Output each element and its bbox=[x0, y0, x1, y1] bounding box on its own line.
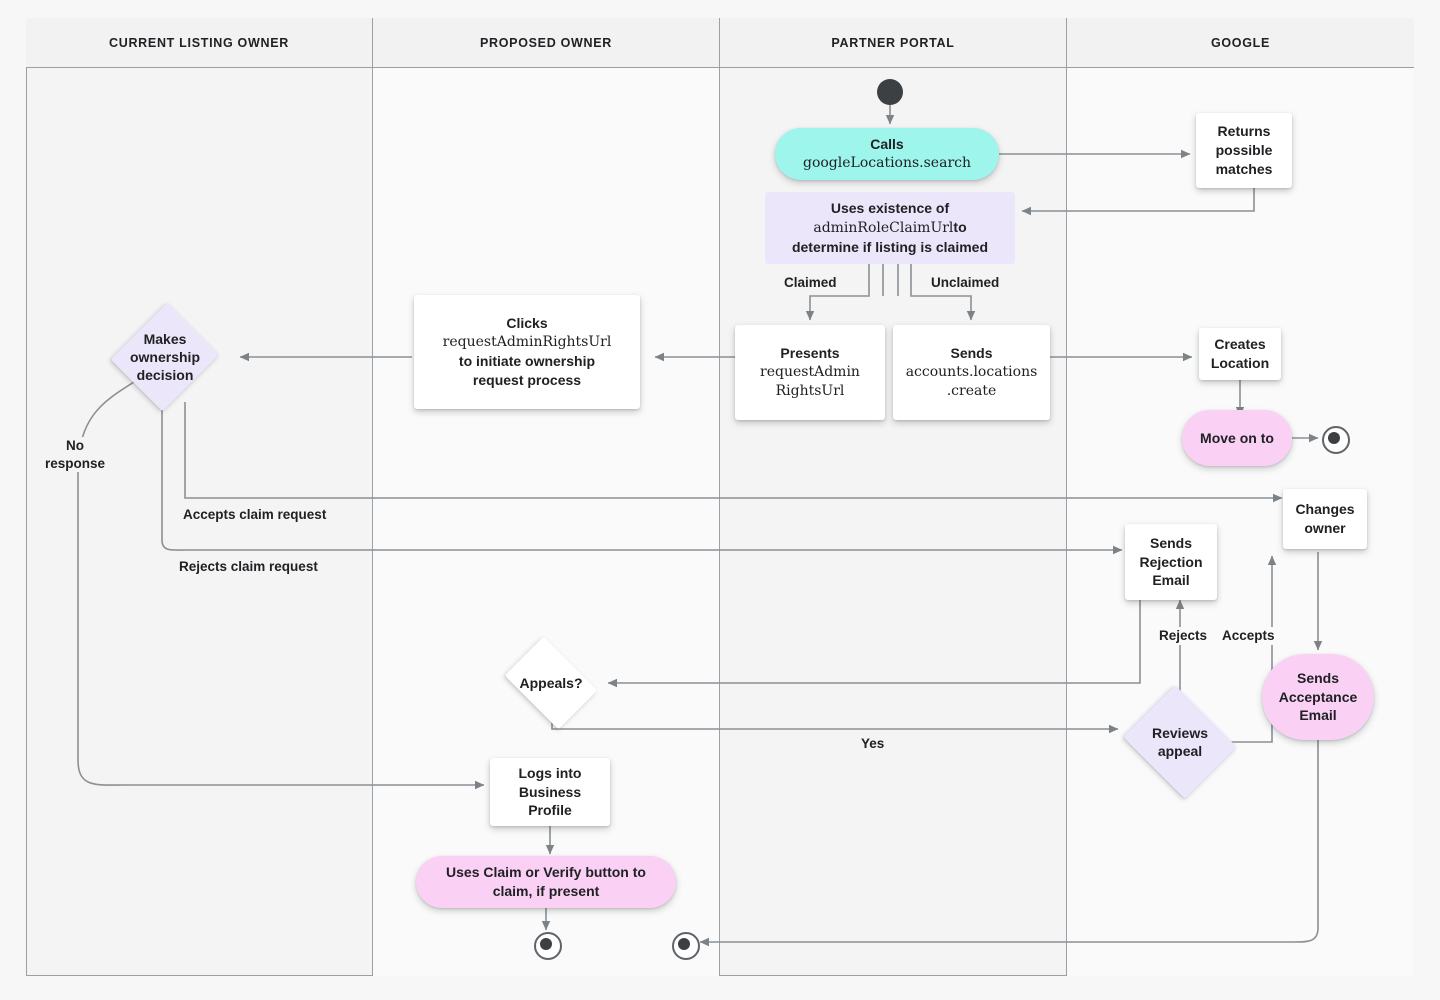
node-sends-rejection-email[interactable]: Sends Rejection Email bbox=[1125, 524, 1217, 600]
node-line-1: Clicks bbox=[506, 315, 548, 332]
edge-label-accepts-claim-request: Accepts claim request bbox=[180, 506, 330, 524]
node-line-2: owner bbox=[1304, 520, 1346, 536]
edge-label-claimed: Claimed bbox=[781, 274, 840, 292]
node-line-1: Returns bbox=[1217, 123, 1271, 140]
node-line-1: Uses existence of bbox=[830, 200, 950, 217]
node-move-on-to[interactable]: Move on to bbox=[1182, 410, 1292, 466]
lane-header-proposed-owner: PROPOSED OWNER bbox=[373, 18, 720, 68]
edge-label-accepts: Accepts bbox=[1219, 627, 1278, 645]
node-line-3: Profile bbox=[528, 802, 572, 819]
node-logs-into-business-profile[interactable]: Logs into Business Profile bbox=[490, 758, 610, 826]
end-node-partner-portal bbox=[672, 932, 700, 960]
node-returns-possible-matches[interactable]: Returns possible matches bbox=[1196, 113, 1292, 188]
node-line-4: determine if listing is claimed bbox=[791, 238, 989, 255]
node-line-3: matches bbox=[1215, 160, 1273, 177]
node-line-2: Location bbox=[1210, 355, 1270, 371]
lane-body-proposed-owner bbox=[373, 68, 720, 976]
edge-label-no-response: No response bbox=[42, 437, 109, 473]
node-line-1: Changes bbox=[1295, 501, 1355, 518]
node-line-2: Rejection bbox=[1139, 553, 1203, 570]
node-uses-existence-of-admin-role-claim-url[interactable]: Uses existence of adminRoleClaimUrlto de… bbox=[765, 192, 1015, 264]
node-line-1: Sends bbox=[1296, 669, 1339, 686]
node-line-1: Creates bbox=[1214, 336, 1266, 353]
decision-label: Appeals? bbox=[497, 644, 605, 722]
node-line-1: Logs into bbox=[518, 764, 582, 781]
lane-header-label: PROPOSED OWNER bbox=[479, 35, 613, 50]
node-sends-acceptance-email[interactable]: Sends Acceptance Email bbox=[1262, 654, 1374, 740]
node-line-2: requestAdminRightsUrl bbox=[442, 334, 612, 351]
node-line-1: Presents bbox=[780, 345, 840, 362]
node-line-2: claim, if present bbox=[492, 883, 600, 899]
node-line-1: Sends bbox=[950, 345, 993, 362]
end-node-proposed-owner bbox=[534, 932, 562, 960]
node-clicks-request-admin-rights-url[interactable]: Clicks requestAdminRightsUrl to initiate… bbox=[414, 295, 640, 409]
node-line-2: requestAdmin bbox=[760, 364, 860, 381]
node-line-1: Uses Claim or Verify button to bbox=[446, 864, 646, 881]
node-uses-claim-or-verify-button[interactable]: Uses Claim or Verify button to claim, if… bbox=[416, 856, 676, 908]
edge-label-rejects-claim-request: Rejects claim request bbox=[176, 558, 321, 576]
node-line-1: Sends bbox=[1149, 534, 1192, 551]
node-creates-location[interactable]: Creates Location bbox=[1199, 328, 1281, 380]
node-line-2: adminRoleClaimUrlto bbox=[792, 218, 988, 238]
node-line-2: Acceptance bbox=[1278, 688, 1358, 705]
node-label: Move on to bbox=[1200, 429, 1274, 446]
lane-header-partner-portal: PARTNER PORTAL bbox=[720, 18, 1067, 68]
node-line-1: Calls bbox=[870, 136, 904, 153]
decision-appeals[interactable]: Appeals? bbox=[497, 636, 605, 730]
node-calls-google-locations-search[interactable]: Calls googleLocations.search bbox=[775, 128, 999, 180]
lane-header-current-listing-owner: CURRENT LISTING OWNER bbox=[26, 18, 373, 68]
node-line-2-suffix: to bbox=[953, 219, 967, 236]
lane-header-label: PARTNER PORTAL bbox=[831, 35, 955, 50]
node-line-4: request process bbox=[472, 371, 582, 388]
edge-label-line-1: No bbox=[66, 438, 85, 453]
edge-label-unclaimed: Unclaimed bbox=[928, 274, 1003, 292]
node-line-2: googleLocations.search bbox=[802, 155, 971, 171]
node-line-2: accounts.locations bbox=[905, 364, 1038, 381]
node-line-3: to initiate ownership bbox=[458, 353, 596, 369]
node-line-3: Email bbox=[1299, 707, 1337, 724]
edge-label-yes: Yes bbox=[858, 735, 888, 753]
node-line-3: RightsUrl bbox=[775, 382, 845, 399]
node-presents-request-admin-rights-url[interactable]: Presents requestAdmin RightsUrl bbox=[735, 325, 885, 420]
edge-label-rejects: Rejects bbox=[1156, 627, 1211, 645]
decision-text: Appeals? bbox=[519, 674, 583, 691]
end-node-google bbox=[1322, 426, 1350, 454]
node-line-3: .create bbox=[946, 382, 997, 399]
node-sends-accounts-locations-create[interactable]: Sends accounts.locations .create bbox=[893, 325, 1050, 420]
lane-header-label: GOOGLE bbox=[1210, 35, 1271, 50]
node-code-token: adminRoleClaimUrl bbox=[813, 220, 954, 237]
lane-header-label: CURRENT LISTING OWNER bbox=[109, 35, 289, 50]
node-line-2: possible bbox=[1215, 142, 1273, 159]
node-changes-owner[interactable]: Changes owner bbox=[1283, 489, 1367, 549]
edge-label-line-2: response bbox=[45, 455, 106, 471]
lane-header-google: GOOGLE bbox=[1067, 18, 1414, 68]
node-line-2: Business bbox=[518, 783, 582, 800]
node-line-3: Email bbox=[1152, 572, 1190, 589]
start-node-partner-portal bbox=[877, 79, 903, 105]
